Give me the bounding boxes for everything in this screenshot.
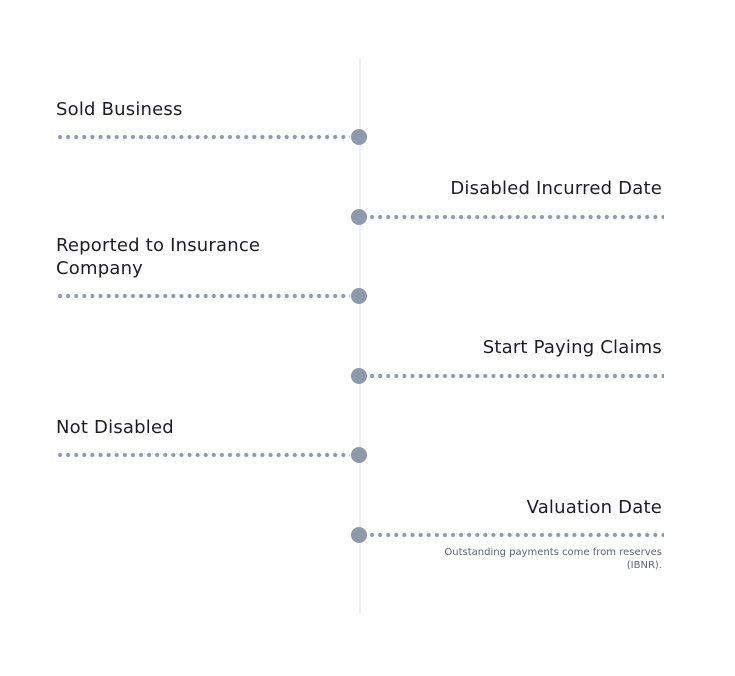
timeline-marker [351, 447, 367, 463]
event-title: Start Paying Claims [482, 337, 662, 358]
timeline-marker [351, 288, 367, 304]
timeline-marker [351, 129, 367, 145]
event-title: Disabled Incurred Date [450, 178, 662, 199]
event-title: Reported to Insurance Company [56, 235, 261, 279]
dotted-connector [56, 294, 350, 298]
event-note: Outstanding payments come from reserves … [444, 547, 662, 571]
timeline-marker [351, 209, 367, 225]
dotted-connector [56, 453, 350, 457]
timeline-marker [351, 527, 367, 543]
dotted-connector [56, 135, 350, 139]
event-title: Not Disabled [56, 417, 174, 438]
dotted-connector [368, 533, 664, 537]
event-title: Valuation Date [526, 497, 662, 518]
event-title: Sold Business [56, 99, 183, 120]
dotted-connector [368, 215, 664, 219]
dotted-connector [368, 374, 664, 378]
timeline-marker [351, 368, 367, 384]
timeline-axis [359, 58, 361, 614]
